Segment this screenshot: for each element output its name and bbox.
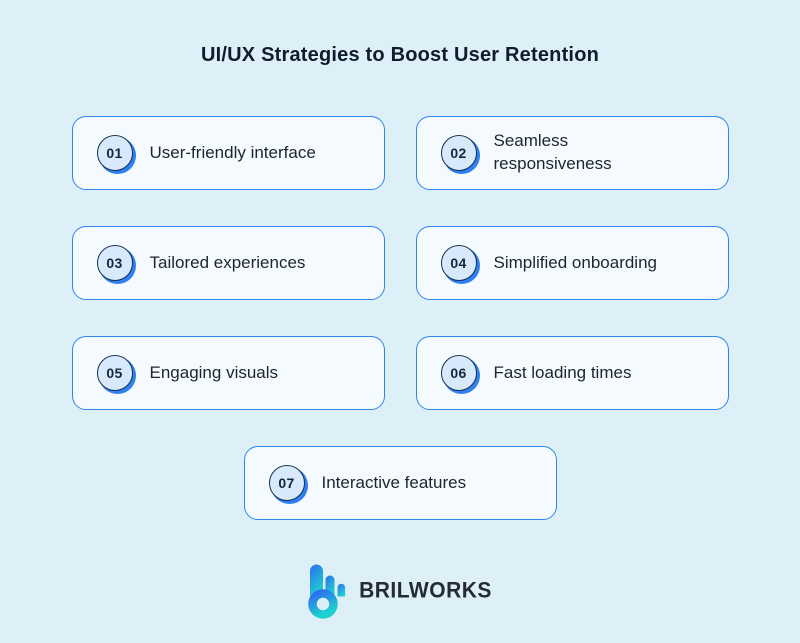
number-badge: 04 <box>440 245 477 281</box>
card-engaging-visuals: 05 Engaging visuals <box>71 336 385 410</box>
card-user-friendly-interface: 01 User-friendly interface <box>71 116 385 190</box>
cards-row-1: 01 User-friendly interface 02 Seamless r… <box>71 116 729 190</box>
card-label: Simplified onboarding <box>493 252 658 272</box>
number-badge: 02 <box>440 135 477 171</box>
cards-row-2: 03 Tailored experiences 04 Simplified on… <box>71 226 729 300</box>
number-badge: 06 <box>440 355 477 391</box>
card-label: User-friendly interface <box>149 142 316 162</box>
card-seamless-responsiveness: 02 Seamless responsiveness <box>415 116 729 190</box>
brilworks-logo-icon <box>308 564 347 619</box>
card-tailored-experiences: 03 Tailored experiences <box>71 226 385 300</box>
cards-row-4: 07 Interactive features <box>72 446 729 520</box>
number-badge: 07 <box>268 465 305 501</box>
brand-wordmark: BRILWORKS <box>359 578 492 603</box>
card-label: Fast loading times <box>493 362 632 382</box>
cards-row-3: 05 Engaging visuals 06 Fast loading time… <box>71 336 729 410</box>
cards-grid: 01 User-friendly interface 02 Seamless r… <box>71 116 729 520</box>
brand-footer: BRILWORKS <box>0 563 800 619</box>
card-label: Engaging visuals <box>149 362 279 382</box>
number-badge: 03 <box>96 245 133 281</box>
card-simplified-onboarding: 04 Simplified onboarding <box>415 226 729 300</box>
number-badge: 05 <box>96 355 133 391</box>
number-badge: 01 <box>96 135 133 171</box>
card-label: Seamless responsiveness <box>493 131 612 173</box>
card-label: Interactive features <box>321 472 467 492</box>
card-label: Tailored experiences <box>149 252 306 272</box>
card-fast-loading-times: 06 Fast loading times <box>415 336 729 410</box>
card-interactive-features: 07 Interactive features <box>243 446 557 520</box>
page-title: UI/UX Strategies to Boost User Retention <box>200 44 600 66</box>
